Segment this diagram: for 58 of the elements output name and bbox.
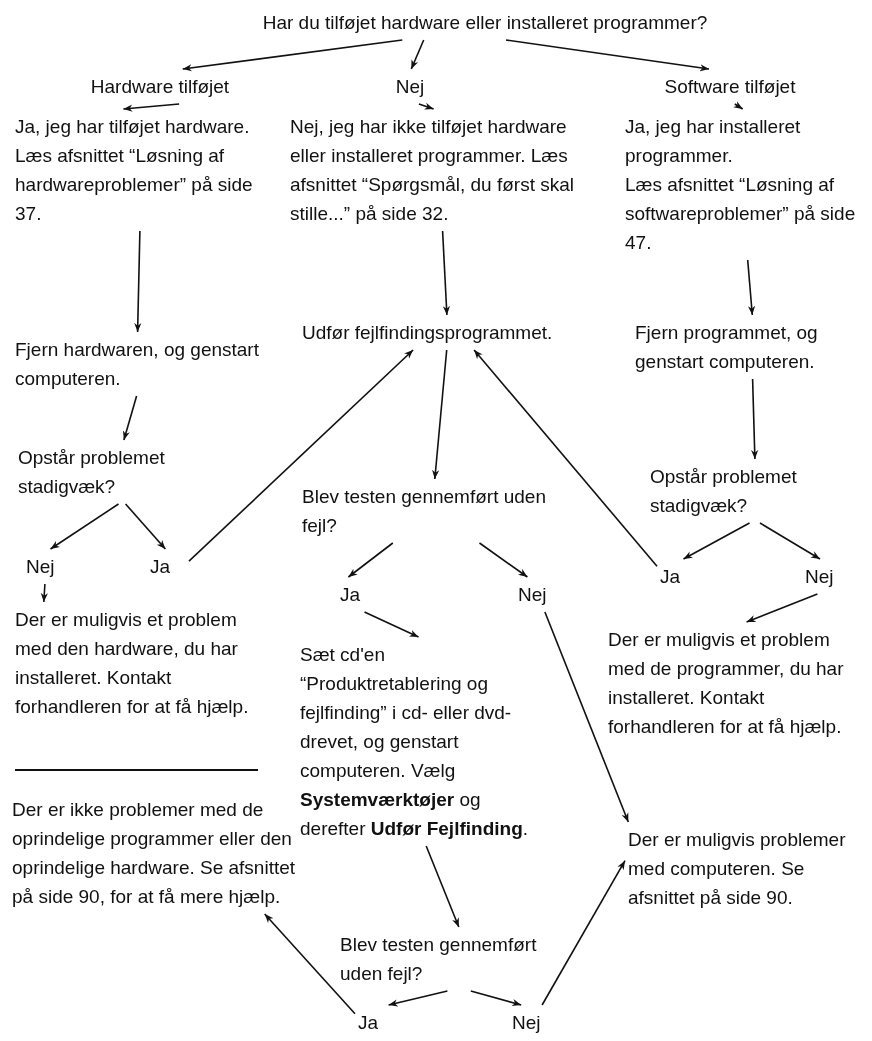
arrow: [425, 845, 460, 928]
flowchart-text: Ja, jeg har tilføjet hardware.: [15, 115, 251, 139]
flowchart-text: Fjern hardwaren, og genstart computeren.: [15, 335, 260, 393]
arrow: [363, 611, 420, 638]
flowchart-text: Ja: [150, 552, 186, 581]
flowchart-text: Hardware tilføjet: [55, 72, 265, 101]
flowchart-text: Der er muligvis et problem med den hardware, du har installeret. Kontakt forhandleren for at få hjælp.: [15, 605, 265, 721]
flowchart-text: Blev testen gennemført uden fejl?: [340, 930, 580, 988]
arrow: [759, 522, 821, 560]
arrow: [387, 990, 449, 1007]
arrow: [441, 230, 451, 316]
arrow: [122, 395, 138, 441]
flowchart-text: Udfør fejlfindingsprogrammet.: [302, 318, 592, 347]
arrow: [432, 349, 448, 480]
arrow: [541, 859, 626, 1006]
arrow: [40, 583, 48, 603]
flowchart-text: Nej: [512, 1008, 552, 1037]
arrow: [745, 593, 819, 623]
arrow: [347, 542, 394, 578]
flowchart-text: Ja: [340, 580, 376, 609]
arrow: [418, 102, 435, 110]
flowchart-text: Der er muligvis et problem med de programmer, du har installeret. Kontakt forhandleren for at få hjælp.: [608, 625, 870, 741]
arrow: [746, 259, 756, 316]
arrow: [733, 101, 744, 110]
flowchart-text: Sæt cd'en “Produktretablering og fejlfinding” i cd- eller dvd-drevet, og genstart computeren. Vælg Systemværktøjer og derefter Udfør Fejlfinding.: [300, 640, 550, 843]
flowchart-text: Læs afsnittet “Løsning af hardwareproblemer” på side 37.: [15, 144, 254, 226]
arrow: [122, 103, 180, 112]
arrow: [181, 39, 404, 72]
arrow: [751, 378, 759, 460]
arrow: [124, 503, 167, 550]
flowchart-text: Har du tilføjet hardware eller installeret programmer?: [185, 8, 785, 37]
flowchart-text: Opstår problemet stadigvæk?: [650, 462, 860, 520]
flowchart-text: Fjern programmet, og genstart computeren.: [635, 318, 870, 376]
flowchart-text: Der er muligvis problemer med computeren. Se afsnittet på side 90.: [628, 825, 872, 912]
flowchart-text: Nej: [805, 562, 845, 591]
flowchart-text: Der er ikke problemer med de oprindelige programmer eller den oprindelige hardware. Se afsnittet på side 90, for at få mere hjælp.: [12, 795, 302, 911]
flowchart-text: Software tilføjet: [625, 72, 835, 101]
flowchart-text: Ja, jeg har installeret programmer.: [625, 115, 802, 168]
flowchart-text: Opstår problemet stadigvæk?: [18, 443, 228, 501]
flowchart-text: Nej: [26, 552, 66, 581]
arrow: [544, 611, 630, 823]
arrow: [505, 39, 710, 72]
arrow: [478, 542, 529, 578]
arrow: [188, 349, 414, 562]
arrow: [473, 349, 658, 567]
arrow: [410, 39, 425, 70]
flowchart-text: Nej, jeg har ikke tilføjet hardware eller installeret programmer. Læs afsnittet “Spørgsmål, du først skal stille...” på side 32.: [290, 112, 595, 228]
flowchart-text: Læs afsnittet “Løsning af softwareproblemer” på side 47.: [625, 173, 857, 255]
arrow: [470, 990, 522, 1007]
flowchart-text: Ja: [358, 1008, 394, 1037]
arrow: [49, 503, 120, 550]
flowchart-text: Blev testen gennemført uden fejl?: [302, 482, 567, 540]
arrow: [263, 913, 356, 1015]
flowchart-text: Nej: [518, 580, 558, 609]
arrow: [134, 230, 142, 333]
arrow: [682, 522, 751, 560]
flowchart-text: Nej: [385, 72, 435, 101]
flowchart-text: Ja: [660, 562, 696, 591]
